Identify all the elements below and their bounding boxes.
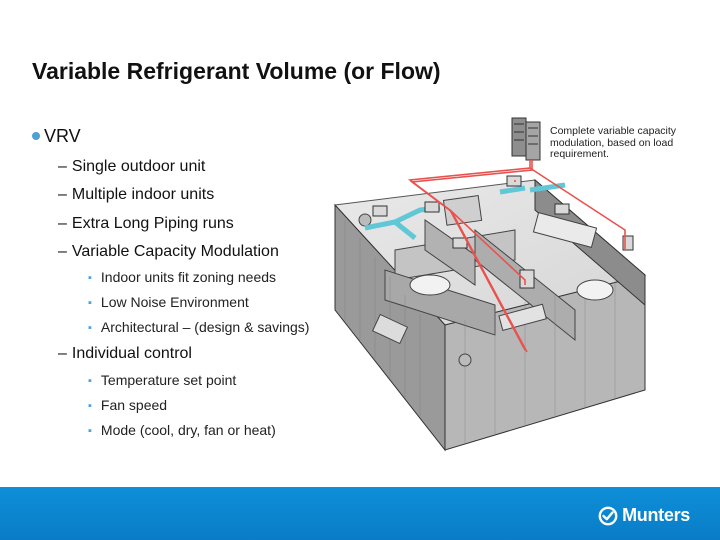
bullet-square-icon: ▪	[88, 400, 92, 412]
bullet-square-icon: ▪	[88, 375, 92, 387]
munters-logo-text: Munters	[622, 505, 690, 525]
building-cutaway-illustration	[333, 117, 647, 452]
munters-logo: Munters	[598, 505, 690, 526]
illustration-caption: Complete variable capacity modulation, b…	[550, 125, 677, 160]
detail-bullet-text: Temperature set point	[100, 372, 237, 388]
sub-bullet-text: Multiple indoor units	[71, 186, 215, 203]
detail-bullet-text: Indoor units fit zoning needs	[100, 269, 277, 285]
sub-bullet-text: Variable Capacity Modulation	[71, 243, 279, 260]
detail-bullet: ▪ Fan speed	[88, 397, 167, 413]
sub-bullet: –Single outdoor unit	[58, 158, 205, 176]
footer-bar: Munters	[0, 487, 720, 540]
dash-glyph: –	[58, 243, 67, 260]
sub-bullet: –Extra Long Piping runs	[58, 215, 234, 233]
dash-glyph: –	[58, 215, 67, 232]
detail-bullet-text: Low Noise Environment	[100, 294, 249, 310]
bullet-square-icon: ▪	[88, 322, 92, 334]
detail-bullet-text: Fan speed	[100, 397, 168, 413]
indoor-units	[372, 175, 634, 289]
munters-logo-icon	[598, 506, 618, 525]
sub-bullet: –Variable Capacity Modulation	[58, 243, 279, 261]
dash-glyph: –	[58, 345, 67, 362]
bullet-vrv: VRV	[32, 126, 81, 147]
bullet-vrv-text: VRV	[44, 126, 81, 146]
sub-bullet-text: Extra Long Piping runs	[71, 215, 234, 232]
detail-bullet: ▪ Low Noise Environment	[88, 294, 249, 310]
sub-bullet: –Individual control	[58, 345, 192, 363]
bullet-square-icon: ▪	[88, 425, 92, 437]
outdoor-unit-icon	[511, 117, 541, 161]
detail-bullet-text: Mode (cool, dry, fan or heat)	[100, 422, 276, 438]
detail-bullet: ▪ Indoor units fit zoning needs	[88, 269, 276, 285]
slide-title: Variable Refrigerant Volume (or Flow)	[32, 58, 441, 84]
wall-texture	[344, 220, 616, 444]
detail-bullet: ▪ Temperature set point	[88, 372, 236, 388]
dash-glyph: –	[58, 158, 67, 175]
bullet-square-icon: ▪	[88, 272, 92, 284]
detail-bullet: ▪ Mode (cool, dry, fan or heat)	[88, 422, 276, 438]
sub-bullet-text: Single outdoor unit	[71, 158, 206, 175]
bullet-dot-icon	[32, 132, 40, 140]
bullet-square-icon: ▪	[88, 297, 92, 309]
detail-bullet: ▪ Architectural – (design & savings)	[88, 319, 309, 335]
detail-bullet-text: Architectural – (design & savings)	[100, 319, 310, 335]
dash-glyph: –	[58, 186, 67, 203]
refrigerant-piping	[407, 160, 626, 353]
sub-bullet: –Multiple indoor units	[58, 186, 214, 204]
sub-bullet-text: Individual control	[71, 345, 192, 362]
